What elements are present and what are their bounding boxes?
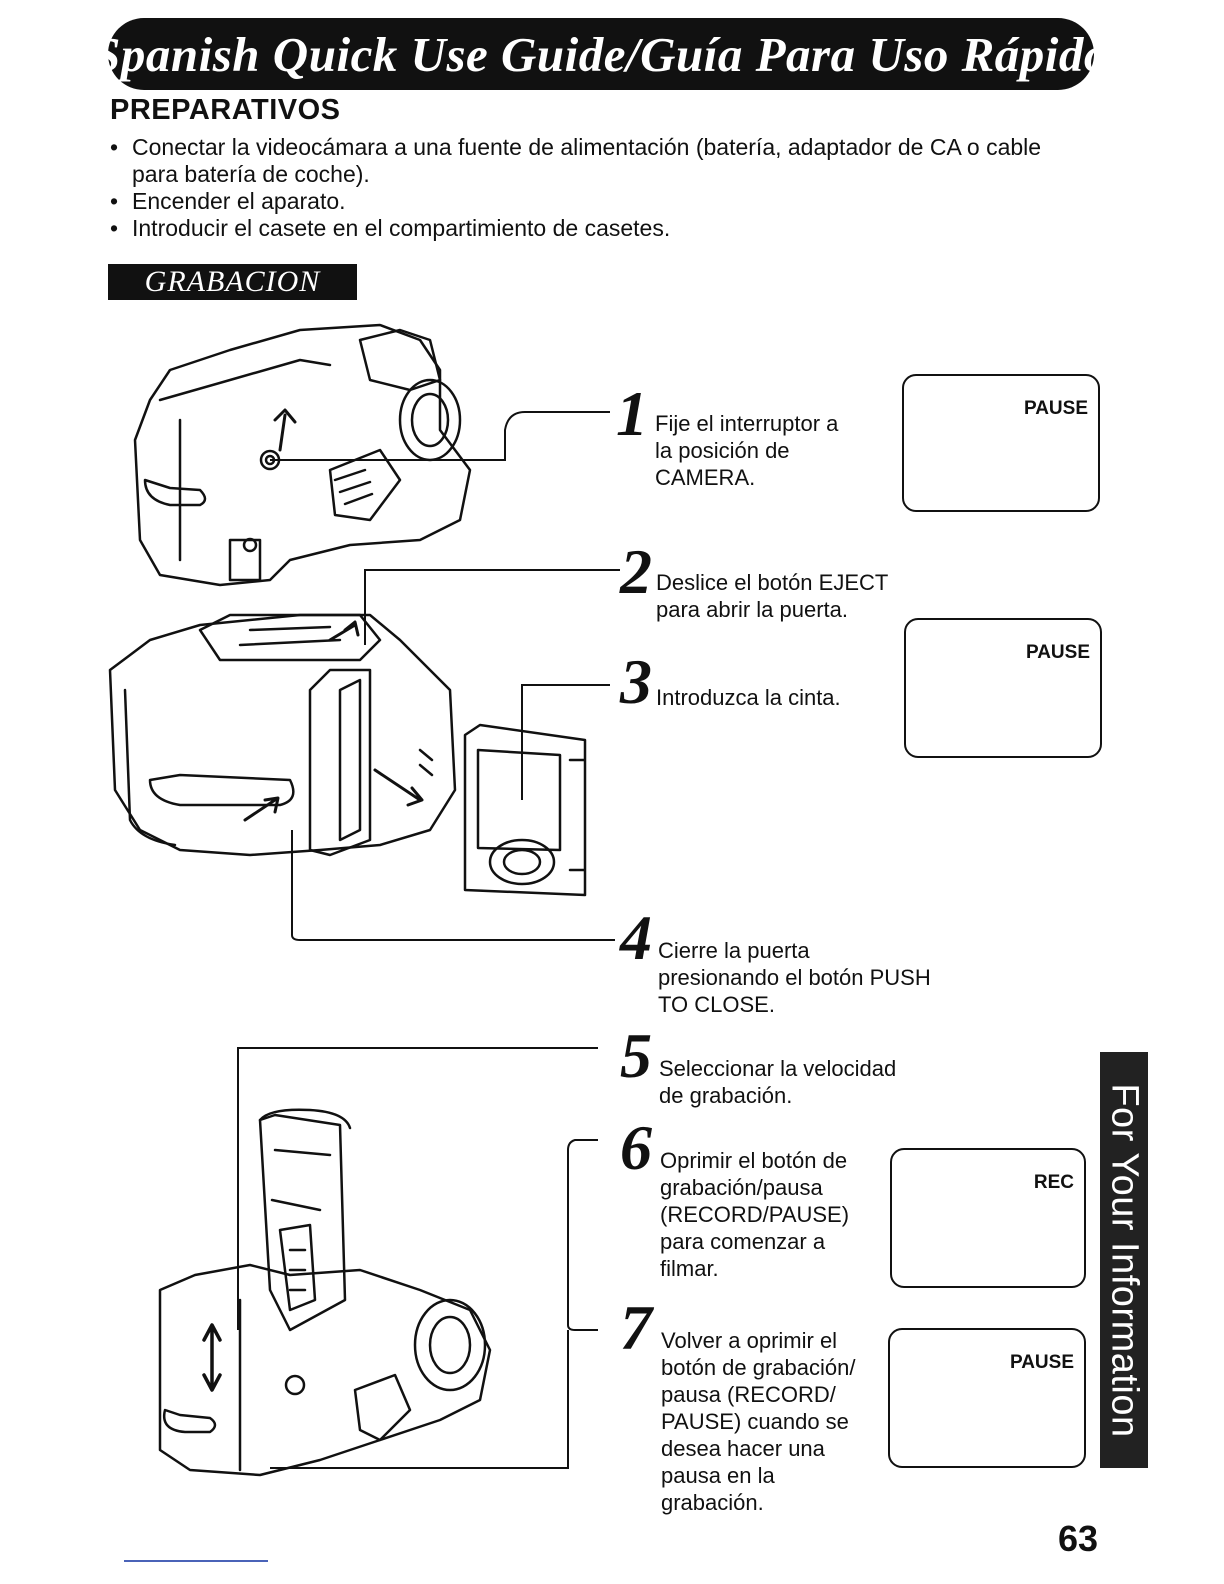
list-item: Encender el aparato.: [108, 188, 1068, 215]
step-number-3: 3: [620, 646, 652, 717]
cassette-illustration: [463, 723, 587, 897]
leader-lines: [237, 411, 620, 1469]
screen-status-label: PAUSE: [1009, 1352, 1074, 1373]
viewfinder-screen-4: PAUSE: [888, 1328, 1086, 1468]
section-badge-grabacion: GRABACION: [108, 264, 357, 300]
step-number-6: 6: [620, 1112, 652, 1183]
step-text-5: Seleccionar la velocidad de grabación.: [659, 1056, 897, 1108]
page-number: 63: [1058, 1518, 1099, 1559]
title-banner: Spanish Quick Use Guide/Guía Para Uso Rá…: [93, 18, 1108, 90]
step-text-2: Deslice el botón EJECT para abrir la pue…: [656, 570, 889, 622]
preparativos-list: Conectar la videocámara a una fuente de …: [108, 134, 1068, 242]
step-number-4: 4: [620, 902, 652, 973]
screen-status-label: PAUSE: [1023, 398, 1088, 419]
step-number-1: 1: [616, 378, 648, 449]
screen-status-label: PAUSE: [1025, 642, 1090, 663]
footer-rule: [124, 1560, 268, 1562]
grabacion-label: GRABACION: [144, 265, 321, 298]
step-number-7: 7: [620, 1292, 652, 1363]
step-text-6: Oprimir el botón de grabación/pausa (REC…: [660, 1148, 850, 1281]
viewfinder-screen-2: PAUSE: [904, 618, 1102, 758]
side-tab-label: For Your Information: [1103, 1082, 1146, 1438]
step-text-3: Introduzca la cinta.: [656, 685, 841, 710]
step-text-4: Cierre la puerta presionando el botón PU…: [658, 938, 931, 1017]
camcorder-illustration-3: [158, 1108, 492, 1477]
list-item: Introducir el casete en el compartimient…: [108, 215, 1068, 242]
viewfinder-screen-1: PAUSE: [902, 374, 1100, 512]
side-tab: For Your Information: [1100, 1052, 1148, 1468]
section-heading-preparativos: PREPARATIVOS: [110, 94, 341, 126]
step-number-5: 5: [620, 1020, 652, 1091]
step-number-2: 2: [620, 536, 652, 607]
camcorder-illustration-2: [108, 613, 457, 857]
page-title: Spanish Quick Use Guide/Guía Para Uso Rá…: [93, 26, 1109, 82]
list-item: Conectar la videocámara a una fuente de …: [108, 134, 1068, 188]
step-text-7: Volver a oprimir el botón de grabación/ …: [661, 1328, 856, 1515]
step-text-1: Fije el interruptor a la posición de CAM…: [655, 411, 839, 490]
screen-status-label: REC: [1033, 1172, 1074, 1193]
camcorder-illustration-1: [133, 323, 472, 587]
viewfinder-screen-3: REC: [890, 1148, 1086, 1288]
